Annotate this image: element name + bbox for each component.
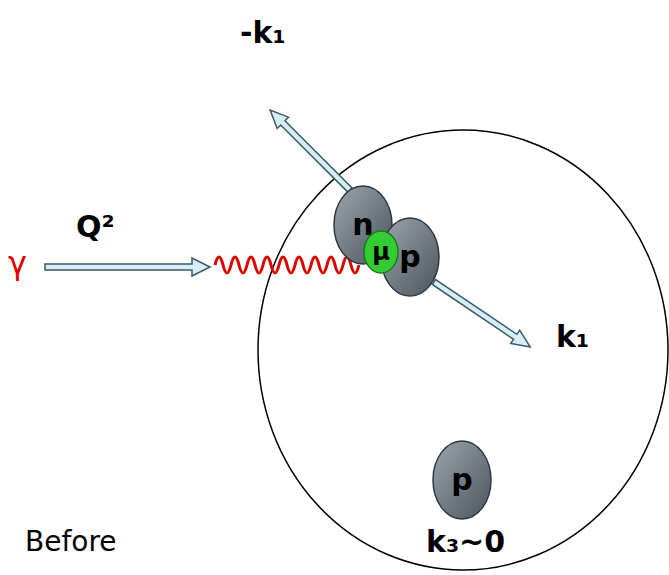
neutron-ellipse	[334, 186, 392, 264]
momentum-label: -k₁	[240, 18, 286, 48]
momentum-label: k₁	[556, 322, 589, 352]
proton-ellipse	[433, 441, 491, 519]
momentum-transfer-label: Q²	[76, 212, 115, 242]
nucleus-outline	[258, 130, 668, 570]
proton-ellipse	[381, 218, 439, 296]
proton-node: p	[432, 440, 492, 520]
muon-ellipse	[364, 231, 398, 273]
momentum-arrow	[430, 275, 535, 353]
momentum-arrow	[264, 104, 355, 195]
photon-wave	[215, 257, 359, 273]
particle-symbol: p	[451, 465, 472, 495]
photon-arrow	[45, 258, 210, 276]
photon-symbol: γ	[8, 247, 27, 279]
momentum-label: k₃~0	[426, 527, 505, 557]
muon-node: μ	[363, 230, 399, 274]
state-label: Before	[25, 528, 117, 556]
particle-symbol: p	[399, 242, 420, 272]
particle-symbol: μ	[372, 240, 390, 264]
